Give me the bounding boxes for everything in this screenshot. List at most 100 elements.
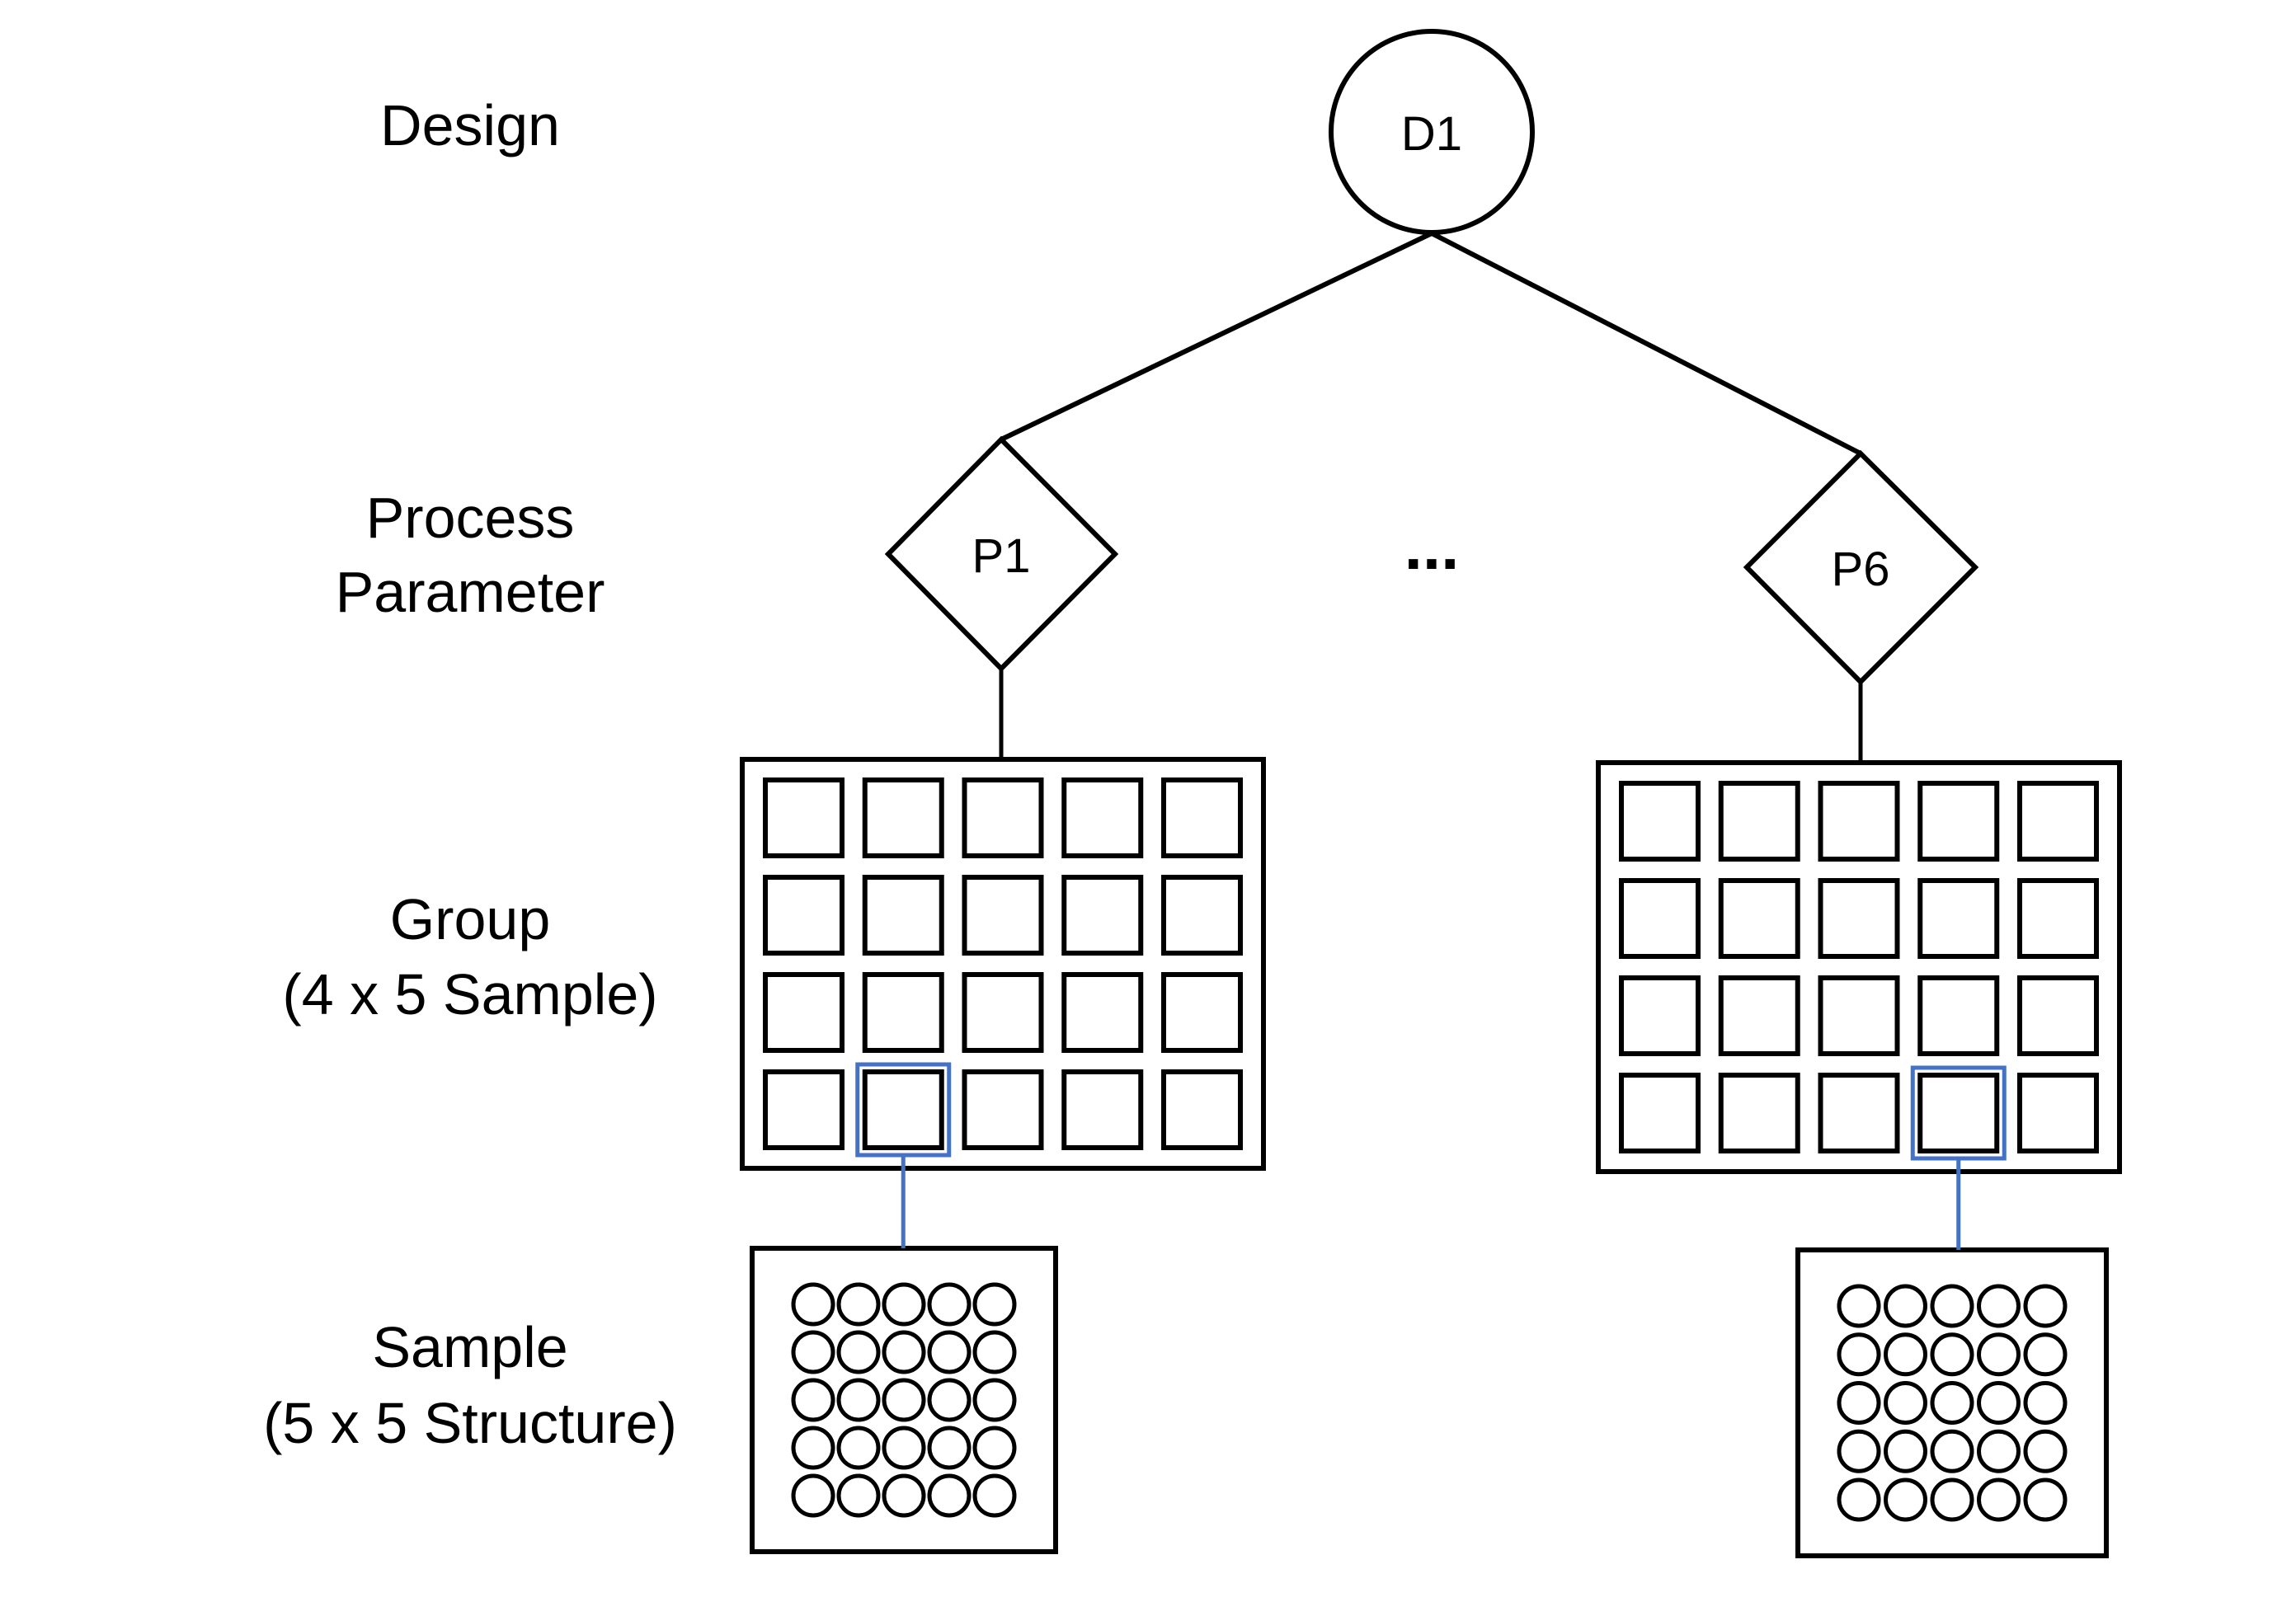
structure-circle <box>1884 1284 1927 1328</box>
structure-circle <box>836 1378 881 1422</box>
structure-circle <box>1837 1477 1881 1522</box>
design-node: D1 <box>1329 29 1535 235</box>
structure-circle <box>1930 1284 1974 1328</box>
structure-circle <box>1837 1429 1881 1473</box>
sample-cell <box>1917 878 2000 959</box>
groups-layer <box>740 757 2122 1174</box>
structure-circle <box>972 1473 1017 1518</box>
sample-cell <box>962 1069 1044 1150</box>
structure-circle <box>2023 1381 2068 1425</box>
structure-circle <box>927 1378 972 1422</box>
structure-circle <box>1884 1429 1927 1473</box>
ellipsis: ... <box>1404 510 1460 583</box>
design-node-circle <box>1329 29 1535 235</box>
structure-circle <box>836 1282 881 1327</box>
sample-cell <box>862 777 944 858</box>
sample-cell <box>1161 1069 1243 1150</box>
sample-cell <box>962 875 1044 956</box>
process-node-last-diamond <box>1743 449 1979 686</box>
sample-cell <box>1619 781 1701 862</box>
sample-cell <box>1061 972 1144 1053</box>
structure-circle <box>1884 1477 1927 1522</box>
structure-circle <box>1884 1332 1927 1377</box>
structure-circle <box>927 1330 972 1374</box>
structure-circle <box>836 1426 881 1470</box>
sample-box-first-group <box>750 1246 1058 1554</box>
structure-circle <box>2023 1429 2068 1473</box>
sample-cell <box>1818 781 1900 862</box>
level-label-sample-line2: (5 x 5 Structure) <box>263 1391 677 1455</box>
level-label-group-line2: (4 x 5 Sample) <box>282 962 657 1026</box>
sample-cell <box>962 972 1044 1053</box>
sample-cell <box>1061 1069 1144 1150</box>
sample-cell <box>1619 975 1701 1056</box>
structure-circle <box>791 1426 835 1470</box>
structure-circle <box>1837 1332 1881 1377</box>
structure-circle <box>1930 1332 1974 1377</box>
sample-cell <box>1619 878 1701 959</box>
structure-circle <box>836 1330 881 1374</box>
structure-circle <box>1977 1477 2021 1522</box>
structure-circle <box>927 1426 972 1470</box>
highlight-layer <box>855 1062 2007 1250</box>
sample-cell <box>862 875 944 956</box>
sample-cell <box>1061 777 1144 858</box>
structure-circle <box>791 1330 835 1374</box>
structure-circle <box>1977 1332 2021 1377</box>
level-label-process-line2: Parameter <box>336 560 605 624</box>
design-node-label: D1 <box>1401 107 1462 161</box>
structure-circle <box>882 1282 926 1327</box>
group-box-first-group <box>740 757 1266 1171</box>
process-node-first-label: P1 <box>972 529 1031 583</box>
sample-cell <box>763 1069 845 1150</box>
sample-cell <box>1917 1073 2000 1153</box>
structure-circle <box>972 1282 1017 1327</box>
sample-cell <box>2017 975 2099 1056</box>
sample-cell <box>763 875 845 956</box>
level-label-process-line1: Process <box>366 486 575 550</box>
structure-circle <box>1930 1477 1974 1522</box>
sample-box-last-group <box>1795 1247 2109 1558</box>
sample-cell <box>763 972 845 1053</box>
structure-circle <box>882 1426 926 1470</box>
sample-cell <box>1061 875 1144 956</box>
structure-circle <box>2023 1284 2068 1328</box>
sample-cell <box>2017 781 2099 862</box>
level-label-design: Design <box>380 93 560 157</box>
structure-circle <box>882 1378 926 1422</box>
structure-circle <box>1930 1381 1974 1425</box>
level-label-group-line1: Group <box>390 887 551 951</box>
sample-cell <box>1818 975 1900 1056</box>
structure-circle <box>1930 1429 1974 1473</box>
process-node-first-diamond <box>884 435 1119 673</box>
sample-cell <box>1718 878 1800 959</box>
sample-cell <box>1619 1073 1701 1153</box>
edge-d1-p6 <box>1430 231 1862 456</box>
structure-circle <box>1977 1429 2021 1473</box>
process-node-last-label: P6 <box>1832 543 1890 596</box>
sample-cell <box>2017 1073 2099 1153</box>
structure-circle <box>791 1282 835 1327</box>
sample-cell <box>1917 975 2000 1056</box>
sample-cell <box>862 972 944 1053</box>
structure-circle <box>1977 1381 2021 1425</box>
process-node-last: P6 <box>1743 449 1979 686</box>
structure-circle <box>791 1378 835 1422</box>
level-label-sample-line1: Sample <box>372 1315 567 1379</box>
structure-circle <box>927 1282 972 1327</box>
structure-circle <box>2023 1477 2068 1522</box>
structure-circle <box>1837 1284 1881 1328</box>
structure-circle <box>791 1473 835 1518</box>
sample-cell <box>1917 781 2000 862</box>
structure-circle <box>1837 1381 1881 1425</box>
structure-circle <box>972 1330 1017 1374</box>
edge-d1-p1 <box>1000 231 1433 442</box>
structure-circle <box>927 1473 972 1518</box>
samples-layer <box>750 1246 2109 1558</box>
sample-cell <box>763 777 845 858</box>
sample-cell <box>2017 878 2099 959</box>
structure-circle <box>972 1426 1017 1470</box>
sample-cell <box>1718 975 1800 1056</box>
sample-cell <box>862 1069 944 1150</box>
structure-circle <box>882 1330 926 1374</box>
